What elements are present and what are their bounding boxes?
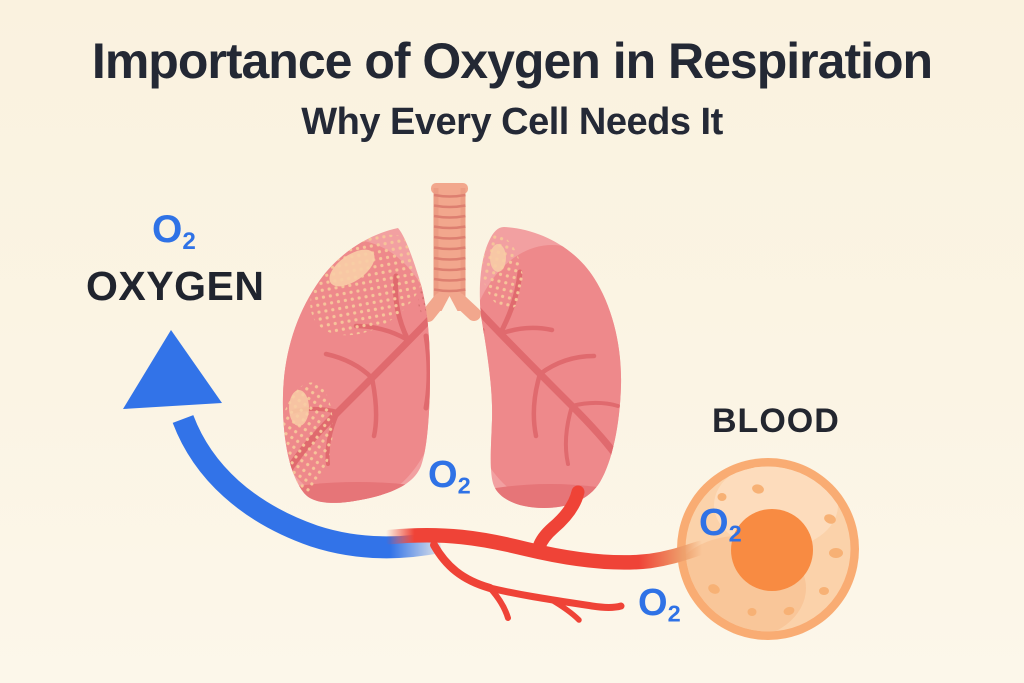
page-title: Importance of Oxygen in Respiration [91,33,933,89]
page-subtitle: Why Every Cell Needs It [301,101,723,143]
o2-subscript: 2 [182,227,196,255]
o2-symbol: O [638,582,668,624]
bronchi-notch [441,296,458,312]
right-bronchus [452,293,481,321]
o2-label-left: O2 [152,210,196,254]
arrow-head [123,330,222,409]
o2-subscript: 2 [728,520,742,547]
left-bronchus [421,293,447,322]
o2-symbol: O [699,502,729,544]
right-lung [479,227,622,508]
left-lung-highlight-dots [310,234,426,336]
o2-label-at-cell: O2 [699,504,742,546]
o2-subscript: 2 [667,600,681,627]
cell-nucleus [731,509,813,591]
blood-word-label: BLOOD [712,402,840,440]
lung-to-vessel-tube [532,485,585,554]
o2-label-below-vessels: O2 [638,584,681,626]
lungs-icon [282,227,622,508]
o2-symbol: O [428,454,458,496]
right-lung-core [479,245,622,505]
main-vessel [382,527,708,570]
o2-symbol: O [152,208,183,251]
left-lung-highlight [329,249,375,287]
arrow-tail [172,414,443,559]
vessel-branches [430,541,625,623]
blood-vessel-icon [382,485,708,623]
cell-granules [708,484,843,616]
oxygen-word-label: OXYGEN [86,263,265,309]
trachea-icon [421,183,481,322]
o2-subscript: 2 [457,472,471,499]
up-arrow-icon [123,330,443,559]
o2-label-between-lungs: O2 [428,456,471,498]
right-lung-highlight [490,244,506,272]
left-lung-lower-highlight [289,390,309,426]
